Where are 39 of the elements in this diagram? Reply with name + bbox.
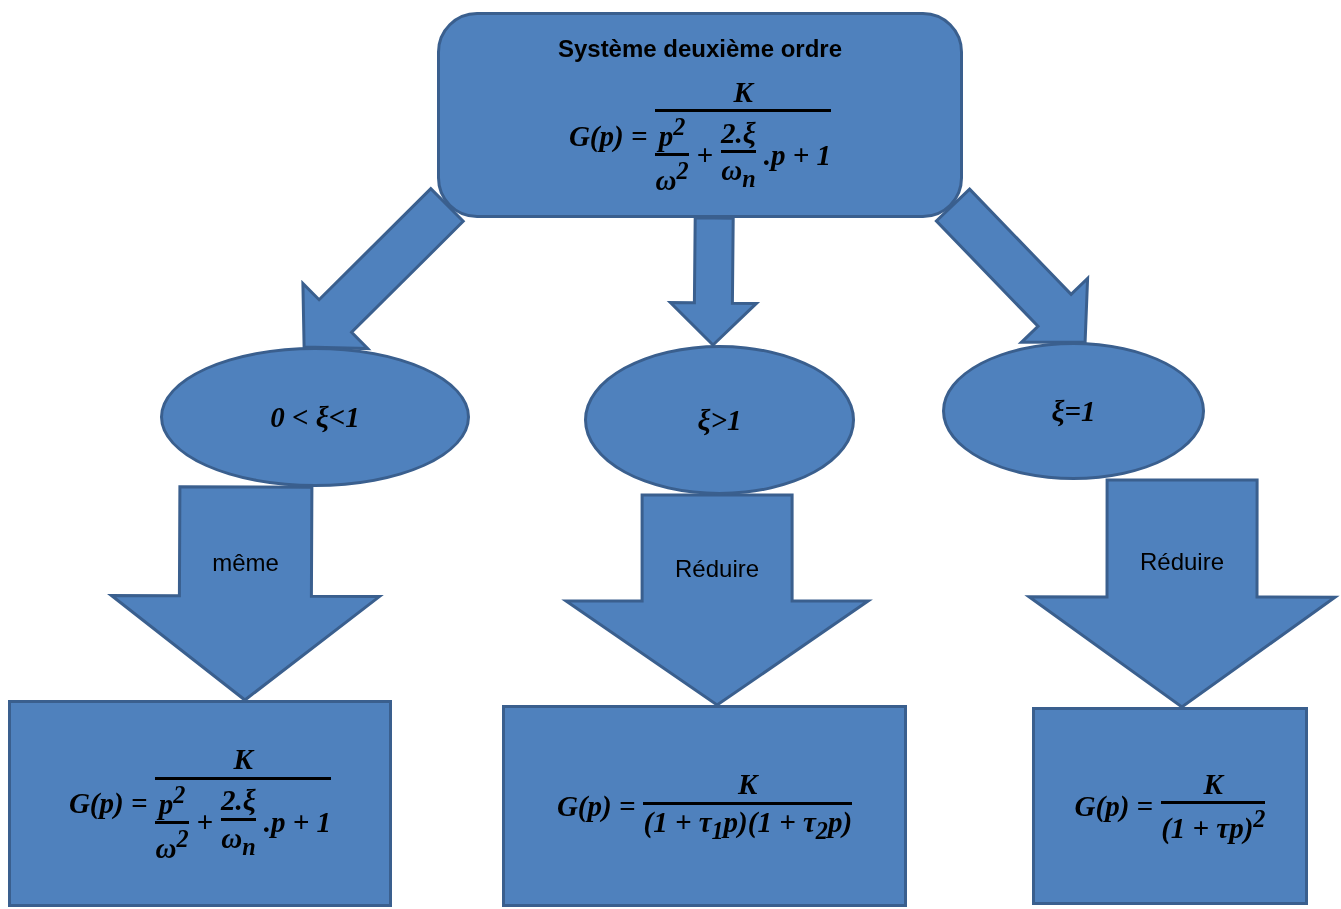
heading: Système deuxième ordre <box>557 34 843 63</box>
formula-term: K <box>738 769 758 800</box>
block-arrow <box>561 493 873 707</box>
formula-term: G(p) = <box>568 120 648 152</box>
block-arrow <box>934 187 1090 344</box>
formula-term: K <box>1203 768 1223 800</box>
formula-term: + <box>196 807 214 838</box>
formula-term: ξ=1 <box>1051 395 1096 427</box>
block-arrow <box>107 485 384 702</box>
formula-term: p$^{2}$ <box>158 781 186 819</box>
formula-term: ξ>1 <box>697 404 742 436</box>
result-box <box>502 705 907 907</box>
result-box <box>8 700 392 907</box>
formula-term: G(p) = <box>1074 790 1154 822</box>
formula-term: 2.ξ <box>721 117 756 149</box>
formula-term: (1 + τ$_{1}$p)(1 + τ$_{2}$p) <box>643 806 853 843</box>
edge-label: Réduire <box>1140 547 1225 576</box>
result-box <box>1032 707 1308 905</box>
formula-term: ω$^{2}$ <box>155 825 189 863</box>
formula-term: .p + 1 <box>263 807 332 838</box>
edge-label: même <box>212 549 279 578</box>
formula-term: G(p) = <box>68 788 148 819</box>
block-arrow <box>666 216 761 348</box>
formula-term: p$^{2}$ <box>658 114 686 152</box>
formula-term: K <box>233 744 253 775</box>
formula-term: 0 < ξ<1 <box>270 401 360 433</box>
formula-term: 2.ξ <box>221 785 256 816</box>
formula-term: G(p) = <box>556 790 636 822</box>
formula-term: .p + 1 <box>763 139 832 170</box>
block-arrow <box>301 186 466 351</box>
formula-term: (1 + τp)$^{2}$ <box>1161 806 1266 844</box>
formula-term: ω$_{n}$ <box>721 155 756 192</box>
formula-term: K <box>733 76 753 108</box>
formula-term: ω$^{2}$ <box>655 158 689 196</box>
block-arrow <box>1024 478 1340 709</box>
formula-term: ω$_{n}$ <box>221 822 256 859</box>
formula-term: + <box>696 139 714 170</box>
rounded-box <box>437 12 963 218</box>
edge-label: Réduire <box>675 555 760 584</box>
